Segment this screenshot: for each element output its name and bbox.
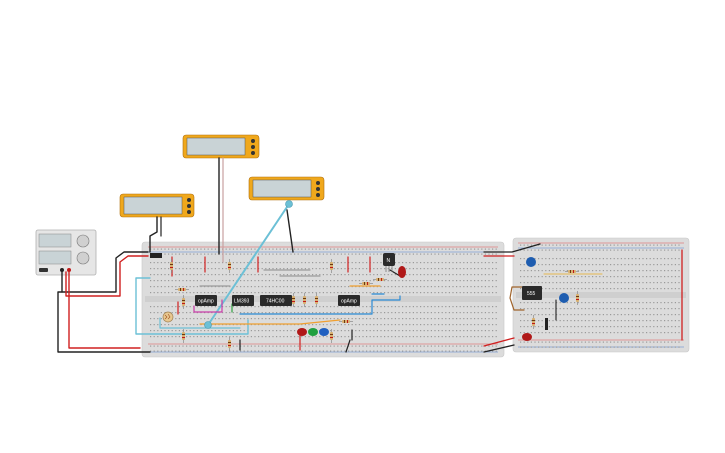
resistors: [170, 259, 579, 351]
wire-black-bridge[interactable]: [483, 243, 541, 253]
74hc00-label: 74HC00: [266, 299, 285, 305]
led-blue[interactable]: [319, 328, 329, 336]
diode[interactable]: [150, 253, 162, 258]
resistor[interactable]: [292, 293, 295, 307]
timer-555-chip[interactable]: 555: [522, 286, 542, 300]
wire-red-bridge[interactable]: [483, 337, 515, 347]
resistor[interactable]: [330, 259, 333, 273]
transistor-n[interactable]: N: [383, 253, 395, 272]
resistor[interactable]: [373, 278, 387, 281]
resistor[interactable]: [175, 288, 189, 291]
capacitors[interactable]: [150, 253, 569, 330]
opamp-1-label: opAmp: [198, 299, 214, 305]
opamp-1-chip[interactable]: opAmp: [195, 295, 217, 306]
resistor[interactable]: [532, 315, 535, 329]
wire-orange[interactable]: [199, 319, 341, 325]
wire-black-bridge[interactable]: [483, 344, 515, 353]
probe-wire-black[interactable]: [286, 209, 294, 253]
supply-wire-black[interactable]: [57, 291, 151, 353]
leds[interactable]: [297, 266, 532, 341]
resistor[interactable]: [330, 329, 333, 343]
wires: [57, 157, 683, 353]
led-red[interactable]: [522, 333, 532, 341]
capacitor-ceramic[interactable]: [545, 318, 548, 330]
wire-blue[interactable]: [239, 295, 401, 315]
supply-wire-red[interactable]: [68, 271, 141, 349]
jumpers: [171, 256, 401, 353]
resistor[interactable]: [339, 320, 353, 323]
wire-cyan-loop[interactable]: [135, 277, 249, 335]
multimeter-1[interactable]: [182, 134, 260, 159]
supply-wire-black[interactable]: [61, 251, 149, 293]
lm393-chip[interactable]: LM393: [232, 295, 254, 306]
wire-magenta[interactable]: [193, 299, 223, 313]
lm393-label: LM393: [234, 299, 250, 305]
resistor[interactable]: [228, 259, 231, 273]
led-red[interactable]: [398, 266, 406, 278]
wire-cyan[interactable]: [159, 317, 241, 329]
opamp-2-label: opAmp: [341, 299, 357, 305]
capacitor-blue[interactable]: [526, 257, 536, 267]
probe-tips: [204, 200, 293, 329]
resistor[interactable]: [565, 270, 579, 273]
resistor[interactable]: [359, 282, 373, 285]
resistor[interactable]: [303, 293, 306, 307]
resistor[interactable]: [315, 293, 318, 307]
photoresistor[interactable]: [162, 311, 174, 323]
wire-brown[interactable]: [509, 286, 525, 311]
multimeter-3[interactable]: [248, 176, 325, 201]
resistor[interactable]: [182, 295, 185, 309]
breadboard-secondary-holes: [520, 244, 680, 348]
resistor[interactable]: [182, 329, 185, 343]
74hc00-chip[interactable]: 74HC00: [260, 295, 292, 306]
timer-555-label: 555: [527, 291, 536, 297]
transistor-label: N: [387, 258, 391, 264]
power-supply[interactable]: [35, 229, 97, 276]
supply-wire-red[interactable]: [65, 255, 149, 297]
resistor[interactable]: [228, 337, 231, 351]
multimeter-2[interactable]: [119, 193, 195, 218]
led-green[interactable]: [308, 328, 318, 336]
probe-wire-black[interactable]: [149, 216, 158, 253]
led-red[interactable]: [297, 328, 307, 336]
resistor[interactable]: [170, 259, 173, 273]
breadboard-secondary[interactable]: [512, 237, 690, 353]
opamp-2-chip[interactable]: opAmp: [338, 295, 360, 306]
resistor[interactable]: [576, 291, 579, 305]
capacitor-blue[interactable]: [559, 293, 569, 303]
breadboard-main-holes: [150, 248, 497, 352]
